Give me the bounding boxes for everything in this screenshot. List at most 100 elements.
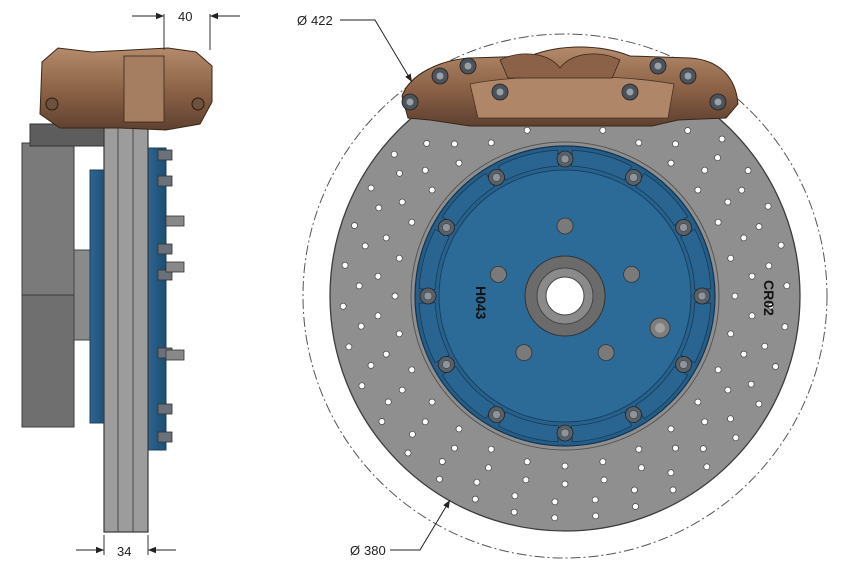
drill-hole: [382, 234, 390, 242]
drill-hole: [635, 445, 643, 453]
dimension-disc-thickness: 34: [76, 535, 176, 559]
drill-hole: [667, 425, 675, 433]
drill-hole: [714, 154, 721, 162]
stud-hole: [597, 344, 615, 362]
hub-segment: [680, 302, 712, 364]
drill-hole: [724, 198, 732, 206]
drill-hole: [451, 444, 458, 452]
drill-hole: [732, 434, 740, 442]
drill-hole: [748, 272, 756, 280]
drill-hole: [727, 415, 734, 423]
drill-hole: [339, 302, 347, 310]
drill-hole: [436, 475, 443, 483]
drill-hole: [374, 272, 382, 280]
drill-hole: [367, 362, 375, 369]
drill-hole: [409, 430, 416, 438]
drill-hole: [761, 342, 769, 350]
drill-hole: [694, 186, 702, 194]
drill-hole: [703, 463, 711, 471]
drill-hole: [382, 350, 390, 358]
drill-hole: [684, 127, 692, 134]
drill-hole: [727, 330, 735, 338]
drill-hole: [404, 449, 412, 457]
drill-hole: [408, 366, 416, 374]
hub-segment: [497, 149, 559, 181]
hub-segment: [418, 302, 450, 364]
drill-hole: [781, 323, 789, 331]
disc-code-stamp: CR02: [761, 280, 777, 316]
drill-hole: [390, 150, 398, 158]
drill-hole: [600, 476, 608, 484]
drill-hole: [428, 186, 436, 194]
drill-hole: [487, 445, 495, 453]
drill-hole: [341, 261, 349, 269]
drill-hole: [694, 398, 702, 406]
hub-segment: [441, 365, 496, 420]
drill-hole: [398, 198, 406, 206]
drill-hole: [485, 464, 492, 472]
drill-hole: [345, 343, 353, 351]
drill-hole: [355, 282, 363, 290]
hub-segment: [497, 411, 559, 443]
hub-segment: [418, 228, 450, 290]
dimension-label-380: 380: [364, 543, 386, 558]
drill-hole: [767, 302, 775, 310]
drill-hole: [755, 223, 763, 230]
drill-hole: [391, 292, 399, 300]
hub-segment: [634, 172, 689, 227]
dimension-disc-diameter: Ø 380: [350, 499, 451, 558]
hub-segment: [680, 228, 712, 290]
drill-hole: [395, 330, 403, 338]
diameter-symbol-422: Ø: [297, 13, 307, 28]
drill-hole: [718, 135, 726, 143]
hub-segment: [441, 172, 496, 227]
drill-holes: [339, 126, 791, 522]
hub-bolts: [419, 150, 711, 442]
drill-hole: [523, 126, 531, 134]
drill-hole: [667, 469, 675, 477]
drill-hole: [714, 218, 722, 226]
drill-hole: [473, 478, 481, 486]
drill-hole: [731, 292, 739, 300]
drill-hole: [358, 382, 366, 390]
drill-hole: [740, 234, 748, 242]
wheel-stud-holes: [489, 217, 640, 362]
drill-hole: [367, 184, 375, 192]
drill-hole: [438, 458, 446, 465]
drill-hole: [522, 476, 530, 484]
drill-hole: [396, 169, 403, 177]
drill-hole: [455, 425, 463, 433]
hub-segment: [571, 411, 633, 443]
drill-hole: [523, 458, 531, 466]
drill-hole: [408, 218, 416, 226]
drill-hole: [747, 380, 755, 388]
drill-hole: [591, 496, 599, 504]
drill-hole: [672, 444, 679, 452]
drill-hole: [455, 159, 463, 167]
drill-hole: [357, 322, 365, 330]
hub-segment: [634, 365, 689, 420]
side-disc: [103, 117, 149, 533]
diameter-symbol-380: Ø: [350, 543, 360, 558]
front-view: H043 CR02: [302, 33, 828, 559]
drill-hole: [777, 241, 785, 249]
drill-hole: [714, 366, 722, 374]
drill-hole: [638, 464, 645, 472]
drill-hole: [667, 159, 675, 167]
drill-hole: [551, 498, 559, 506]
drill-hole: [740, 350, 748, 358]
dimension-outer-diameter: Ø 422: [297, 13, 413, 83]
drill-hole: [765, 262, 773, 270]
caliper-bolts: [401, 57, 727, 111]
drill-hole: [421, 166, 429, 174]
drill-hole: [551, 514, 559, 522]
drill-hole: [561, 462, 569, 470]
drill-hole: [395, 254, 403, 262]
drill-hole: [764, 202, 772, 210]
drill-hole: [631, 486, 638, 494]
drill-hole: [669, 486, 677, 494]
hub-code-stamp: H043: [473, 286, 489, 320]
drill-hole: [361, 242, 369, 250]
drill-hole: [672, 140, 679, 148]
drill-hole: [755, 400, 763, 408]
